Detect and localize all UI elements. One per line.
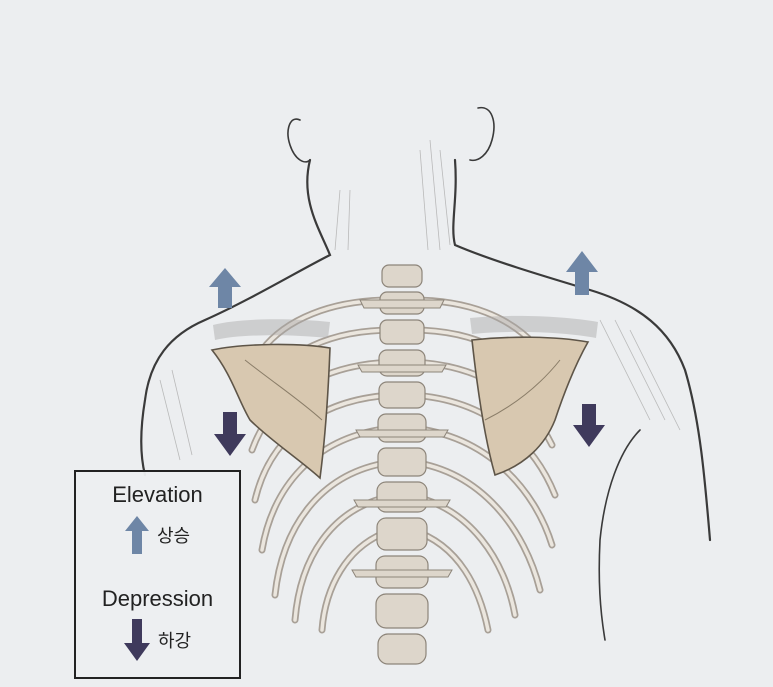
shading-hatching xyxy=(159,139,681,461)
legend-box: Elevation 상승 Depression 하강 xyxy=(74,470,241,679)
arrow-up-icon xyxy=(124,516,149,554)
elevated-scapula-ghost xyxy=(213,315,598,340)
body-silhouette xyxy=(140,106,712,641)
depression-korean-label: 하강 xyxy=(157,631,192,652)
movement-arrows xyxy=(209,251,605,456)
arrow-down-icon xyxy=(123,619,150,661)
right-depression-arrow-icon xyxy=(573,404,605,447)
scapula-bones xyxy=(210,336,590,480)
left-elevation-arrow-icon xyxy=(209,268,241,308)
spine xyxy=(351,264,453,665)
right-elevation-arrow-icon xyxy=(566,251,598,295)
depression-label: Depression xyxy=(101,586,214,611)
elevation-row: 상승 xyxy=(76,516,239,554)
left-depression-arrow-icon xyxy=(214,412,246,456)
right-scapula xyxy=(471,336,590,477)
depression-row: 하강 xyxy=(76,619,239,661)
elevation-label: Elevation xyxy=(112,482,203,507)
elevation-korean-label: 상승 xyxy=(156,526,191,547)
left-scapula xyxy=(210,343,331,480)
